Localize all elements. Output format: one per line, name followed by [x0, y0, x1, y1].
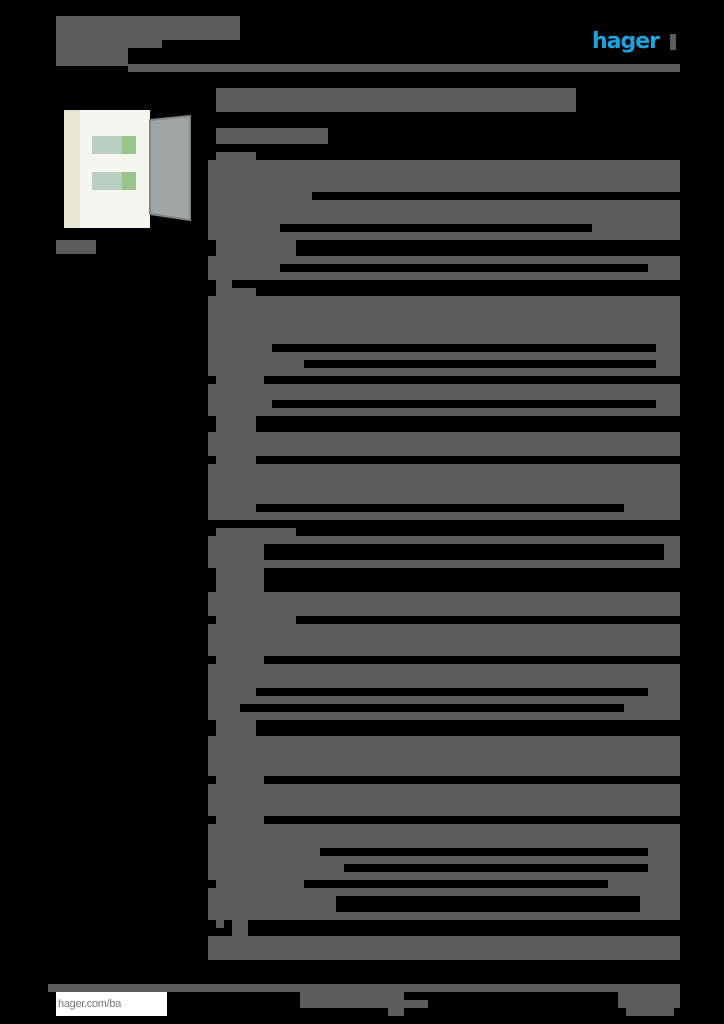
spec-row [208, 536, 680, 544]
footer-center-tail-redacted [404, 1000, 428, 1008]
header-rule [128, 64, 680, 72]
spec-row [208, 544, 264, 560]
spec-row [208, 696, 680, 704]
document-subtitle-tail-redacted [128, 40, 162, 48]
spec-row [208, 664, 680, 688]
document-title-redacted [56, 16, 240, 40]
spec-row [208, 848, 320, 856]
spec-row [208, 256, 680, 264]
spec-row [208, 688, 256, 696]
spec-row [208, 264, 280, 272]
spec-row [624, 704, 680, 712]
spec-row [208, 912, 680, 920]
spec-row [216, 776, 264, 784]
spec-row [208, 504, 256, 512]
spec-row [216, 416, 256, 432]
spec-row [208, 384, 680, 400]
spec-row [208, 160, 680, 192]
spec-row [648, 848, 680, 856]
spec-row [208, 296, 680, 344]
spec-row [656, 344, 680, 352]
spec-row [208, 872, 680, 880]
spec-row [208, 704, 240, 712]
spec-row [656, 400, 680, 408]
spec-row [208, 784, 680, 816]
spec-row [208, 232, 680, 240]
spec-row [208, 864, 344, 872]
spec-row [624, 504, 680, 512]
spec-row [216, 456, 256, 464]
spec-row [216, 288, 256, 296]
hager-logo: hager [592, 29, 660, 54]
spec-row [216, 240, 296, 256]
spec-row [232, 920, 248, 936]
spec-row [648, 864, 680, 872]
spec-row [648, 688, 680, 696]
document-subtitle-redacted [56, 40, 128, 66]
spec-row [208, 192, 312, 200]
spec-row [208, 224, 280, 232]
spec-row [208, 896, 336, 912]
spec-row [216, 920, 224, 928]
footer-page-number-redacted [626, 1008, 674, 1016]
spec-row [208, 200, 680, 224]
spec-row [216, 152, 256, 162]
spec-row [208, 400, 272, 408]
spec-row [216, 568, 264, 592]
footer-center-tick-redacted [388, 1008, 404, 1016]
spec-row [656, 360, 680, 368]
spec-row [216, 280, 232, 288]
section-heading-redacted [216, 128, 328, 144]
spec-row [592, 224, 680, 232]
logo-shadow [670, 34, 676, 50]
product-image [62, 110, 192, 228]
footer-rule [48, 984, 680, 992]
spec-row [216, 616, 296, 624]
spec-row [208, 464, 680, 504]
footer-url-link[interactable]: hager.com/ba [56, 992, 167, 1016]
spec-row [208, 560, 680, 568]
spec-row [208, 344, 272, 352]
spec-row [208, 856, 680, 864]
product-reference-redacted [56, 240, 96, 254]
spec-row [208, 592, 680, 616]
spec-row [216, 720, 256, 736]
spec-row [208, 368, 680, 376]
spec-row [208, 360, 304, 368]
spec-row [208, 888, 680, 896]
spec-row [208, 624, 680, 656]
spec-row [208, 712, 680, 720]
footer-center-text-redacted [300, 992, 404, 1008]
distribution-board-icon [64, 110, 191, 228]
spec-row [208, 512, 680, 520]
spec-row [648, 264, 680, 272]
spec-row [208, 272, 680, 280]
spec-row [216, 656, 264, 664]
spec-row [664, 544, 680, 560]
spec-row [208, 824, 680, 848]
spec-row [208, 432, 680, 456]
spec-row [640, 896, 680, 912]
spec-row [216, 376, 264, 384]
spec-row [216, 880, 304, 888]
footer-page-info-redacted [618, 992, 680, 1008]
spec-row [208, 936, 680, 960]
spec-row [208, 408, 680, 416]
spec-row [208, 736, 680, 776]
spec-row [208, 352, 680, 360]
spec-row [608, 880, 680, 888]
spec-row [216, 816, 264, 824]
product-title-redacted [216, 88, 576, 112]
